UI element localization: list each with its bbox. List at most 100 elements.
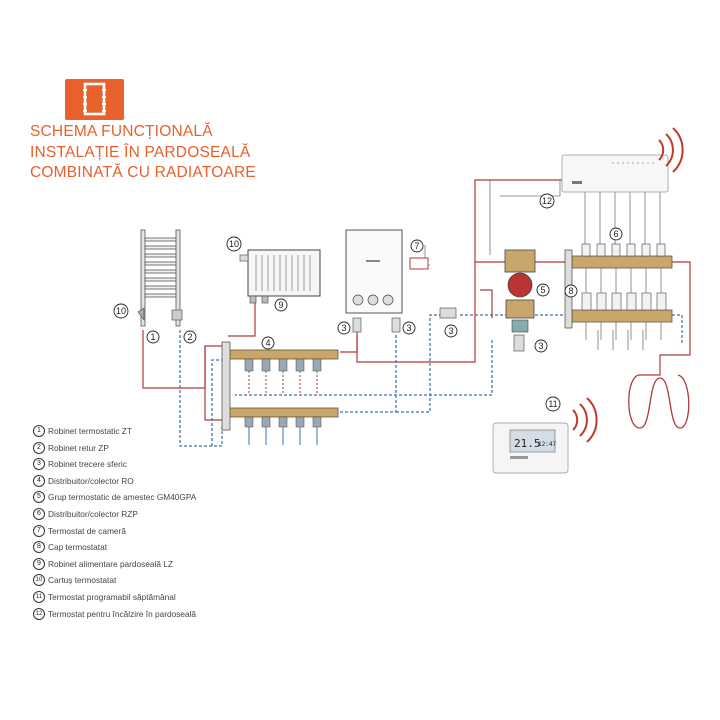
legend-number: 12	[33, 607, 45, 620]
callout-3: 3	[444, 324, 458, 338]
return-pipe	[340, 335, 397, 413]
callout-number: 3	[341, 323, 346, 333]
legend-number: 2	[33, 441, 45, 454]
ball-valve	[391, 317, 401, 333]
callout-number: 5	[540, 285, 545, 295]
ball-valve	[352, 317, 362, 333]
callout-5: 5	[536, 283, 550, 297]
callout-number: 1	[150, 332, 155, 342]
ball-valve	[439, 307, 457, 319]
supply-pipe	[204, 346, 228, 421]
callout-number: 2	[187, 332, 192, 342]
callout-4: 4	[261, 336, 275, 350]
legend-number: 10	[33, 574, 45, 587]
wire	[500, 180, 561, 197]
legend-number: 6	[33, 508, 45, 520]
return-pipe	[672, 314, 683, 345]
return-pipes	[179, 314, 683, 447]
floor-heating-logo-icon	[83, 82, 106, 116]
supply-pipe	[640, 261, 691, 376]
legend-label: Distribuitor/colector RZP	[48, 509, 138, 519]
callout-number: 9	[278, 300, 283, 310]
callout-number: 3	[448, 326, 453, 336]
brand-logo	[65, 79, 124, 120]
thermostat-status: 12:47	[538, 441, 556, 448]
manifold-supply-bar	[571, 255, 673, 269]
callout-number: 8	[568, 286, 573, 296]
floor-heating-controller	[561, 154, 669, 193]
callout-number: 12	[542, 196, 552, 206]
callout-number: 10	[116, 306, 126, 316]
legend-label: Termostat programabil săptămânal	[48, 592, 176, 602]
legend-number: 9	[33, 557, 45, 570]
callout-circle	[539, 193, 555, 209]
supply-pipe	[356, 261, 510, 363]
callout-circle	[274, 298, 288, 312]
callout-circle	[183, 330, 197, 344]
callout-1: 1	[146, 330, 160, 344]
supply-pipe	[228, 300, 256, 337]
callout-circle	[545, 396, 561, 412]
callout-2: 2	[183, 330, 197, 344]
callout-circle	[261, 336, 275, 350]
legend-label: Cap termostatat	[48, 542, 108, 553]
title-line-3: COMBINATĂ CU RADIATOARE	[30, 164, 256, 181]
callout-circle	[146, 330, 160, 344]
callout-number: 3	[538, 341, 543, 351]
callout-9: 9	[274, 298, 288, 312]
legend-label: Distribuitor/colector RO	[48, 475, 134, 486]
callout-10: 10	[113, 303, 129, 319]
callout-3: 3	[337, 321, 351, 335]
thermostat-temperature: 21.5	[514, 437, 541, 450]
callout-circle	[534, 339, 548, 353]
legend-label: Termostat de cameră	[48, 525, 126, 536]
return-pipe	[396, 314, 445, 413]
wire	[584, 192, 661, 245]
legend-number: 1	[33, 425, 45, 437]
callout-number: 6	[613, 229, 618, 239]
callout-3: 3	[534, 339, 548, 353]
manifold-supply-bar	[227, 349, 339, 360]
supply-pipe	[340, 335, 358, 353]
title-line-1: SCHEMA FUNCȚIONALĂ	[30, 123, 213, 140]
legend-label: Robinet alimentare pardoseală LZ	[48, 558, 173, 569]
callout-3: 3	[402, 321, 416, 335]
supply-pipe	[474, 179, 572, 262]
legend-label: Grup termostatic de amestec GM40GPA	[48, 492, 197, 503]
callout-number: 7	[414, 241, 419, 251]
legend-number: 5	[33, 491, 45, 504]
callout-number: 4	[265, 338, 270, 348]
legend-label: Robinet trecere sferic	[48, 459, 127, 470]
callout-circle	[444, 324, 458, 338]
callout-circle	[402, 321, 416, 335]
boiler	[345, 229, 403, 314]
legend-number: 11	[33, 591, 45, 603]
ball-valve	[513, 334, 525, 352]
manifold-rzp	[564, 243, 673, 340]
legend-number: 4	[33, 474, 45, 487]
manifold-return-bar	[571, 309, 673, 323]
legend-label: Robinet retur ZP	[48, 442, 109, 453]
page-title: SCHEMA FUNCȚIONALĂ INSTALAȚIE ÎN PARDOSE…	[30, 122, 330, 184]
legend-label: Robinet termostatic ZT	[48, 426, 132, 436]
control-wiring	[420, 180, 661, 350]
callout-circle	[410, 239, 424, 253]
callout-10: 10	[226, 236, 242, 252]
mixing-group	[504, 249, 536, 333]
legend-number: 8	[33, 541, 45, 554]
callout-circle	[564, 284, 578, 298]
return-pipe	[235, 340, 493, 396]
title-line-2: INSTALAȚIE ÎN PARDOSEALĂ	[30, 143, 251, 161]
legend-label: Termostat pentru încălzire în pardoseală	[48, 608, 197, 619]
callout-circle	[113, 303, 129, 319]
callout-number: 3	[406, 323, 411, 333]
callout-8: 8	[564, 284, 578, 298]
panel-radiator	[239, 249, 321, 304]
wire	[597, 330, 644, 350]
legend-number: 3	[33, 458, 45, 471]
callout-12: 12	[539, 193, 555, 209]
callout-7: 7	[410, 239, 424, 253]
callout-number: 10	[229, 239, 239, 249]
